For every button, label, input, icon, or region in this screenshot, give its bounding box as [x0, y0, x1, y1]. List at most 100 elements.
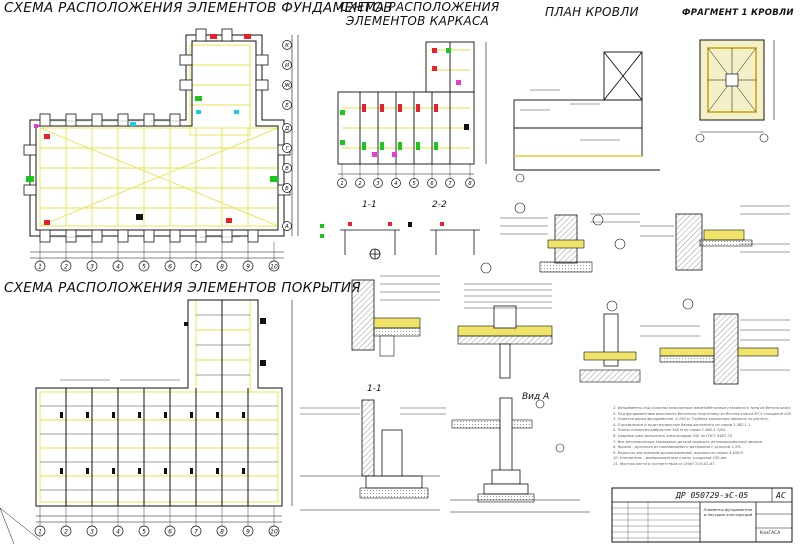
- axis-label: 1: [340, 181, 343, 187]
- axis-bubble: Г: [282, 143, 292, 153]
- axis-label: 6: [430, 181, 434, 187]
- section-label-2-2: 2-2: [432, 200, 447, 210]
- title-foundations: СХЕМА РАСПОЛОЖЕНИЯ ЭЛЕМЕНТОВ ФУНДАМЕНТОВ: [4, 0, 393, 16]
- section-label-1-1-bottom: 1-1: [367, 384, 382, 394]
- axis-label: 7: [194, 263, 198, 270]
- axis-label: 5: [142, 263, 146, 270]
- axis-bubble: 2: [60, 260, 72, 272]
- axis-label: В: [285, 166, 289, 172]
- axis-bubble: 4: [391, 178, 401, 188]
- axis-bubble: Е: [282, 100, 292, 110]
- axis-label: 3: [90, 528, 94, 535]
- section-label-1-1-top: 1-1: [362, 200, 377, 210]
- axis-bubble: 8: [465, 178, 475, 188]
- note-item: 10. Утеплитель - минераловатные плиты то…: [613, 456, 728, 461]
- axis-label: 10: [270, 528, 278, 535]
- roof-fragment: [695, 39, 775, 143]
- note-item: 4. Стропильные и подстропильные балки вы…: [613, 422, 752, 427]
- axis-bubble: 5: [138, 525, 150, 537]
- axis-bubble: А: [282, 221, 292, 231]
- title-roof-plan: ПЛАН КРОВЛИ: [545, 5, 639, 19]
- axis-bubble: 4: [112, 525, 124, 537]
- axis-label: 8: [220, 263, 224, 270]
- axis-label: А: [284, 224, 289, 230]
- roofing-axes-numeric: 1 2 3 4 5 6 7 8 9 10: [34, 506, 280, 537]
- axis-bubble: 6: [164, 260, 176, 272]
- axis-bubble: 10: [268, 260, 280, 272]
- axis-bubble: 10: [268, 525, 280, 537]
- note-item: 8. Кровля - рулонная из наплавляемого ма…: [613, 445, 742, 450]
- detail-nodes-lower: [351, 262, 790, 385]
- axis-label: 4: [116, 528, 120, 535]
- detail-nodes-upper: [500, 202, 790, 273]
- axis-bubble: 1: [34, 525, 46, 537]
- axis-label: 6: [168, 263, 172, 270]
- axis-bubble: 7: [190, 525, 202, 537]
- axis-label: 3: [90, 263, 94, 270]
- note-item: 6. Сварные швы выполнять электродами Э42…: [613, 433, 734, 438]
- axis-bubble: 1: [337, 178, 347, 188]
- axis-label: Ж: [283, 83, 290, 89]
- document-code: ДР 050729-эС-05: [676, 491, 749, 500]
- axis-label: 10: [270, 263, 278, 270]
- general-notes: 1. Фундаменты под колонны монолитные жел…: [613, 406, 791, 468]
- axis-bubble: 7: [190, 260, 202, 272]
- axis-bubble: 9: [242, 525, 254, 537]
- note-item: 11. Монтаж вести в соответствии со СНиП …: [613, 461, 716, 466]
- axis-label: Г: [285, 146, 289, 152]
- frame-axes-numeric: 1 2 3 4 5 6 7 8: [337, 164, 475, 188]
- organization-name: КазГАСА: [760, 531, 781, 536]
- axis-label: 1: [38, 528, 42, 535]
- note-item: 7. Все металлические закладные детали ок…: [613, 439, 764, 444]
- note-item: 3. Отметка верха фундаментов -0,150 м. Г…: [613, 417, 770, 422]
- axis-label: 9: [246, 263, 250, 270]
- axis-label: 2: [64, 263, 68, 270]
- axis-label: Е: [285, 103, 289, 109]
- axis-bubble: 1: [34, 260, 46, 272]
- axis-bubble: 4: [112, 260, 124, 272]
- title-block-frame: [611, 487, 793, 543]
- axis-label: 5: [412, 181, 416, 187]
- axis-label: 9: [246, 528, 250, 535]
- note-item: 5. Плиты покрытия ребристые 3х6 м по сер…: [613, 428, 727, 433]
- view-a-label: Вид А: [522, 392, 550, 402]
- axis-bubble: Ж: [282, 80, 292, 90]
- axis-bubble: 3: [86, 260, 98, 272]
- axis-bubble: В: [282, 163, 292, 173]
- axis-label: 2: [64, 528, 68, 535]
- axis-label: 3: [376, 181, 380, 187]
- axis-label: 7: [194, 528, 198, 535]
- title-roof-fragment: ФРАГМЕНТ 1 КРОВЛИ: [682, 8, 794, 18]
- axis-bubble: 3: [86, 525, 98, 537]
- foundation-section: [300, 397, 590, 513]
- axis-label: 5: [142, 528, 146, 535]
- axis-bubble: 5: [409, 178, 419, 188]
- axis-bubble: 6: [164, 525, 176, 537]
- axis-bubble: 5: [138, 260, 150, 272]
- title-roofing-elements: СХЕМА РАСПОЛОЖЕНИЯ ЭЛЕМЕНТОВ ПОКРЫТИЯ: [4, 280, 361, 296]
- axis-bubble: 3: [373, 178, 383, 188]
- axis-label: И: [285, 63, 289, 69]
- axis-label: 8: [468, 181, 472, 187]
- note-item: 2. Под фундаментами выполнить бетонную п…: [613, 411, 791, 416]
- axis-bubble: 7: [445, 178, 455, 188]
- roofing-plan: 1 2 3 4 5 6 7 8 9 10: [34, 299, 293, 537]
- title-frame-line1: СХЕМА РАСПОЛОЖЕНИЯ: [340, 0, 500, 14]
- axis-bubble: И: [282, 60, 292, 70]
- axis-bubble: 2: [60, 525, 72, 537]
- frame-plan: 1 2 3 4 5 6 7 8: [337, 41, 487, 188]
- note-item: 9. Водосток внутренний организованный, в…: [613, 450, 744, 455]
- axis-bubble: 2: [355, 178, 365, 188]
- axis-bubble: 6: [427, 178, 437, 188]
- axis-bubble: Б: [282, 183, 292, 193]
- axis-label: 8: [220, 528, 224, 535]
- note-item: 1. Фундаменты под колонны монолитные жел…: [613, 406, 791, 410]
- axis-bubble: 9: [242, 260, 254, 272]
- axis-label: К: [285, 43, 290, 49]
- axis-label: 1: [38, 263, 42, 270]
- axis-label: 6: [168, 528, 172, 535]
